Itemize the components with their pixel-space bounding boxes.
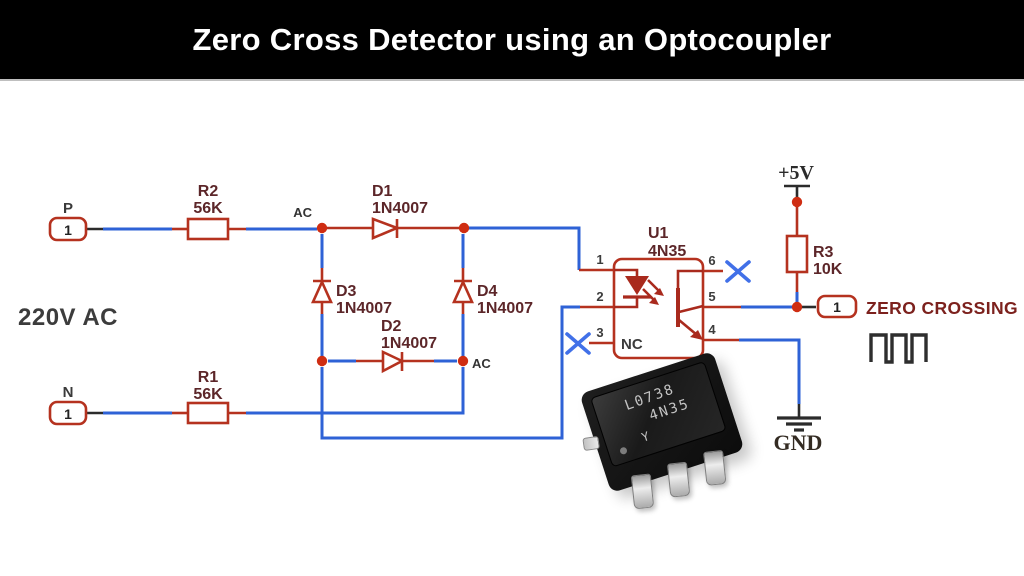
terminal-p [48, 216, 88, 242]
diode-d3-triangle [310, 278, 334, 304]
diode-d4 [451, 278, 475, 304]
junction-dc-plus [458, 222, 470, 234]
chip-pin1-dot [619, 446, 628, 456]
label-zero-crossing: ZERO CROSSING [866, 298, 1018, 318]
net-label-ac-bottom: AC [472, 356, 491, 371]
label-r1-value: 56K [193, 386, 223, 403]
pin-number-1: 1 [596, 252, 603, 267]
x-mark-pin6 [725, 260, 751, 283]
diode-d4-triangle [451, 278, 475, 304]
chip-side-leg [582, 435, 600, 451]
junction-dots [316, 196, 803, 367]
diode-d3 [310, 278, 334, 304]
label-d3-ref: D3 [336, 283, 357, 300]
junction-dc-minus [316, 355, 328, 367]
light-arrow-1-head [654, 288, 664, 296]
led-cathode-line [614, 297, 639, 309]
light-arrow-2-head [649, 297, 659, 305]
junction-ac-top [316, 222, 328, 234]
label-d2-ref: D2 [381, 318, 402, 335]
terminal-n [48, 400, 88, 426]
wires-red [172, 206, 799, 415]
label-d1-ref: D1 [372, 183, 393, 200]
net-label-ac-top: AC [293, 205, 312, 220]
resistor-r2 [186, 217, 230, 241]
title-bar: Zero Cross Detector using an Optocoupler [0, 0, 1024, 81]
phototransistor-collector [678, 304, 704, 314]
resistor-r3 [785, 234, 809, 274]
junction-ac-bottom [457, 355, 469, 367]
diode-d2-triangle [381, 349, 405, 374]
label-n: N [63, 384, 74, 401]
wires-blue [103, 226, 801, 440]
junction-vcc [791, 196, 803, 208]
phototransistor-base-link [676, 269, 703, 290]
phototransistor-emitter-arrow [690, 330, 703, 340]
no-connect-marks [565, 260, 751, 355]
label-u1-part: 4N35 [648, 243, 686, 260]
led-triangle [625, 276, 649, 295]
terminal-output-pin: 1 [833, 299, 841, 315]
phototransistor-emitter [678, 319, 698, 336]
x-mark-pin3 [565, 332, 591, 355]
label-r3-ref: R3 [813, 244, 834, 261]
label-gnd: GND [774, 430, 823, 455]
diode-d1 [371, 217, 401, 240]
label-u1-nc: NC [621, 336, 643, 353]
label-d4-ref: D4 [477, 283, 498, 300]
terminal-n-pin: 1 [64, 406, 72, 422]
label-r2-ref: R2 [198, 183, 219, 200]
wire-pin4-to-gnd [739, 338, 801, 404]
diode-d2 [381, 349, 405, 374]
diode-d1-triangle [371, 217, 401, 240]
junction-output [791, 301, 803, 313]
label-r2-value: 56K [193, 200, 223, 217]
optocoupler-u1 [612, 257, 705, 360]
label-d3-value: 1N4007 [336, 300, 392, 317]
label-d1-value: 1N4007 [372, 200, 428, 217]
chip-leg-2 [666, 461, 691, 498]
page-title: Zero Cross Detector using an Optocoupler [192, 21, 832, 57]
label-source-voltage: 220V AC [18, 304, 118, 331]
pin-number-4: 4 [708, 322, 716, 337]
label-vcc: +5V [778, 162, 814, 184]
label-d4-value: 1N4007 [477, 300, 533, 317]
label-p: P [63, 200, 73, 217]
terminal-output [816, 294, 858, 319]
resistor-r1 [186, 401, 230, 425]
label-r3-value: 10K [813, 261, 843, 278]
wire-bridge-to-pin2 [320, 305, 580, 440]
pin-number-5: 5 [708, 289, 715, 304]
label-d2-value: 1N4007 [381, 335, 437, 352]
wire-r1-to-ac-node2 [246, 367, 465, 415]
wire-bridge-to-pin1 [464, 226, 581, 270]
label-r1-ref: R1 [198, 369, 219, 386]
pin-number-6: 6 [708, 253, 715, 268]
led-anode-line [614, 268, 639, 276]
chip-leg-3 [703, 449, 727, 486]
chip-marking-line3: Y [639, 429, 651, 445]
pin-number-2: 2 [596, 289, 603, 304]
terminal-p-pin: 1 [64, 222, 72, 238]
chip-leg-1 [630, 473, 655, 510]
label-u1-ref: U1 [648, 225, 669, 242]
square-wave-icon [869, 333, 928, 364]
pin-number-3: 3 [596, 325, 603, 340]
